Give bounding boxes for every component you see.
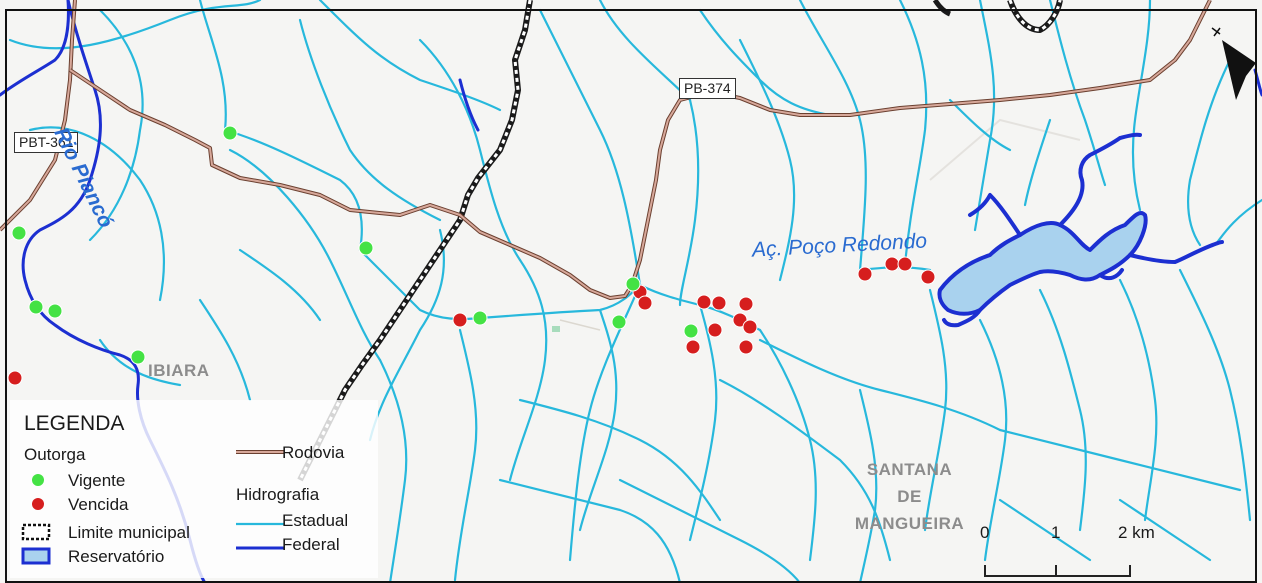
point-vigente[interactable] [47,303,63,319]
legend-swatch-vigente [32,474,44,486]
scale-label-1: 1 [1051,523,1061,542]
points-vigente [11,125,699,365]
legend-federal: Federal [282,535,340,554]
road-shield-pbt361: PBT-361 [14,132,79,153]
point-vigente[interactable] [611,314,627,330]
legend-reservatorio: Reservatório [68,547,165,566]
scale-bar [984,565,1131,577]
legend-line-swatches [236,450,284,550]
legend-swatch-vencida [32,498,44,510]
point-vencida[interactable] [920,269,936,285]
point-vencida[interactable] [452,312,468,328]
town-label-ibiara: IBIARA [148,361,210,380]
legend-swatch-reservatorio [21,547,51,565]
legend-swatch-limite [21,523,51,541]
legend-vigente: Vigente [68,471,126,490]
point-vencida[interactable] [707,322,723,338]
town-label-santana: SANTANA DE MANGUEIRA [842,456,977,537]
scale-label-2: 2 km [1118,523,1155,542]
legend-point-swatches [32,474,44,510]
town-label-line: DE [897,487,922,506]
legend-vencida: Vencida [68,495,129,514]
legend-estadual: Estadual [282,511,349,530]
point-vigente[interactable] [11,225,27,241]
legend-title: LEGENDA [24,412,125,435]
point-vencida[interactable] [742,319,758,335]
point-vencida[interactable] [884,256,900,272]
legend-area-swatches [21,523,51,565]
rivers-estadual [8,0,1262,583]
point-vencida[interactable] [685,339,701,355]
point-vigente[interactable] [130,349,146,365]
legend-outorga: Outorga [24,445,86,464]
point-vigente[interactable] [358,240,374,256]
legend: LEGENDA Outorga Vigente Vencida Limite m… [10,400,378,578]
point-vencida[interactable] [711,295,727,311]
point-vigente[interactable] [683,323,699,339]
point-vigente[interactable] [222,125,238,141]
point-vencida[interactable] [738,296,754,312]
point-vencida[interactable] [897,256,913,272]
town-label-line: MANGUEIRA [854,514,965,533]
road-shield-pb374: PB-374 [679,78,736,99]
point-vencida[interactable] [7,370,23,386]
legend-limite-municipal: Limite municipal [68,523,190,542]
point-vigente[interactable] [625,276,641,292]
legend-hidrografia: Hidrografia [236,485,320,504]
point-vigente[interactable] [28,299,44,315]
point-vencida[interactable] [857,266,873,282]
point-vencida[interactable] [738,339,754,355]
point-vencida[interactable] [637,295,653,311]
legend-rodovia: Rodovia [282,443,345,462]
town-label-line: SANTANA [866,460,953,479]
reservoir-inlets [942,132,1224,328]
point-vigente[interactable] [472,310,488,326]
point-vencida[interactable] [696,294,712,310]
north-arrow-icon [1211,27,1256,100]
scale-label-0: 0 [980,523,990,542]
map-border [5,9,1257,583]
